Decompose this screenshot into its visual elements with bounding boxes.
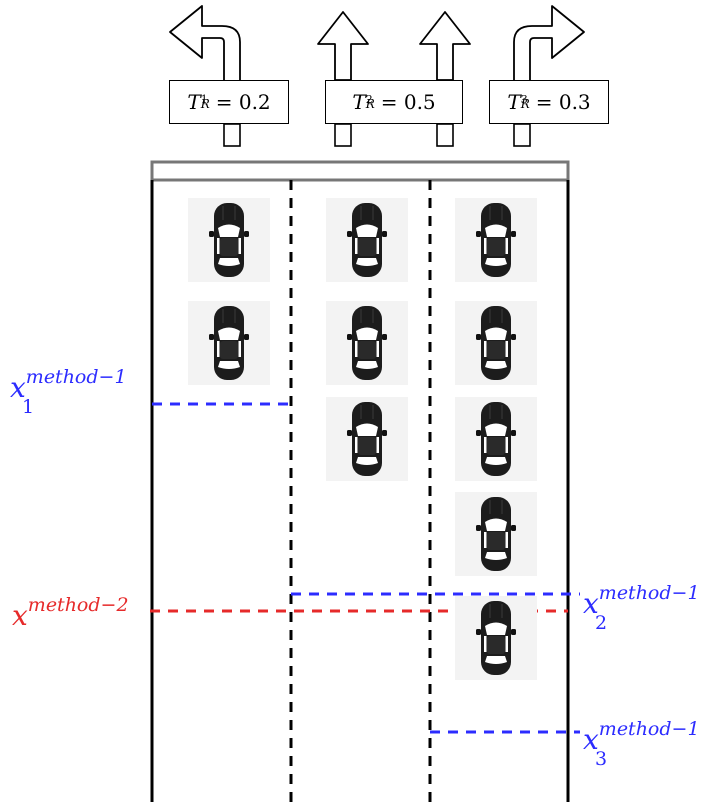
label-subscript: 2 <box>595 612 608 634</box>
sign-subscript: R <box>200 97 210 111</box>
sign-subscript: R <box>365 97 375 111</box>
car <box>325 396 409 482</box>
car <box>325 300 409 386</box>
label-superscript: method−1 <box>598 582 700 604</box>
label-base: x <box>583 723 599 756</box>
label-superscript: method−2 <box>27 594 129 616</box>
label-x1-method1: xmethod−1 1 <box>10 368 127 417</box>
sign-value: = 0.5 <box>380 90 436 114</box>
label-base: x <box>583 587 599 620</box>
car <box>454 595 538 681</box>
sign-superscript: 3 <box>520 92 528 106</box>
car <box>187 197 271 283</box>
car <box>454 300 538 386</box>
car <box>454 491 538 577</box>
left-turn-arrow-icon <box>169 5 241 91</box>
car <box>454 396 538 482</box>
label-subscript: 3 <box>595 748 608 770</box>
sign-symbol: T <box>507 90 521 114</box>
car <box>454 197 538 283</box>
sign-superscript: 1 <box>200 92 208 106</box>
label-superscript: method−1 <box>598 718 700 740</box>
sign-superscript: 2 <box>365 92 373 106</box>
sign-symbol: T <box>187 90 201 114</box>
sign-subscript: R <box>520 97 530 111</box>
car <box>325 197 409 283</box>
sign-value: = 0.3 <box>535 90 591 114</box>
label-base: x <box>12 599 28 632</box>
stop-bar <box>150 160 570 182</box>
label-superscript: method−1 <box>25 366 127 388</box>
straight-arrow-icon <box>317 11 369 81</box>
label-subscript: 1 <box>22 396 35 418</box>
sign-posts <box>223 123 531 147</box>
label-x2-method1: xmethod−1 2 <box>583 584 700 633</box>
right-turn-arrow-icon <box>513 5 585 91</box>
sign-value: = 0.2 <box>215 90 271 114</box>
label-base: x <box>10 371 26 404</box>
label-method2: xmethod−2 <box>12 596 129 632</box>
label-x3-method1: xmethod−1 3 <box>583 720 700 769</box>
sign-symbol: T <box>352 90 366 114</box>
car <box>187 300 271 386</box>
straight-arrow-icon <box>419 11 471 81</box>
